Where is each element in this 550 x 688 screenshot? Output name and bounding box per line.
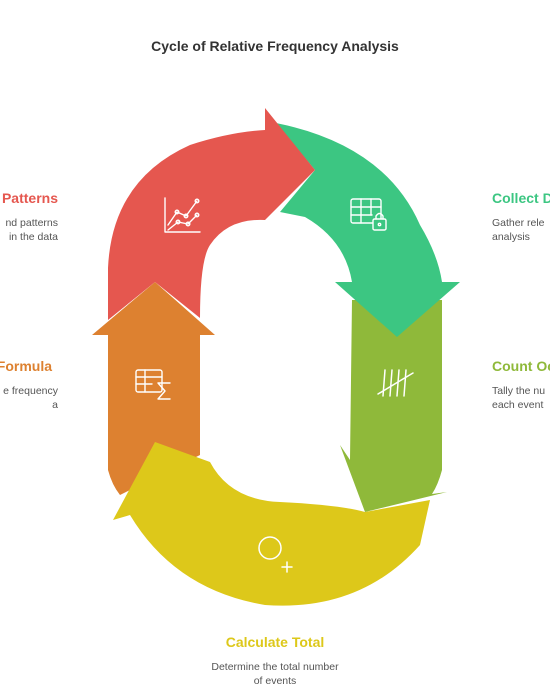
step-title-count: Count Oc: [492, 358, 550, 374]
diagram-title: Cycle of Relative Frequency Analysis: [151, 38, 399, 54]
circle-plus-icon: [258, 536, 293, 573]
step-desc-total: Determine the total number of events: [211, 661, 339, 687]
step-desc-collect: Gather rele analysis: [492, 217, 545, 243]
step-desc-count: Tally the nu each event: [492, 385, 546, 411]
cycle-arrow-formula: [92, 282, 215, 495]
cycle-arrow-total: [113, 442, 430, 606]
cycle-arrow-count: [340, 300, 447, 512]
step-title-formula: Formula: [0, 358, 52, 374]
step-title-total: Calculate Total: [225, 634, 325, 650]
step-desc-formula: e frequency a: [3, 385, 58, 411]
cycle-arrow-patterns: [108, 108, 315, 320]
line-chart-icon: [164, 197, 201, 233]
step-title-collect: Collect D: [492, 190, 550, 206]
table-lock-icon: [350, 198, 387, 231]
step-desc-patterns: nd patterns in the data: [5, 217, 58, 243]
table-sigma-icon: [135, 369, 171, 400]
cycle-arrow-collect: [276, 123, 460, 337]
tally-marks-icon: [377, 369, 414, 397]
step-title-patterns: Patterns: [1, 190, 58, 206]
